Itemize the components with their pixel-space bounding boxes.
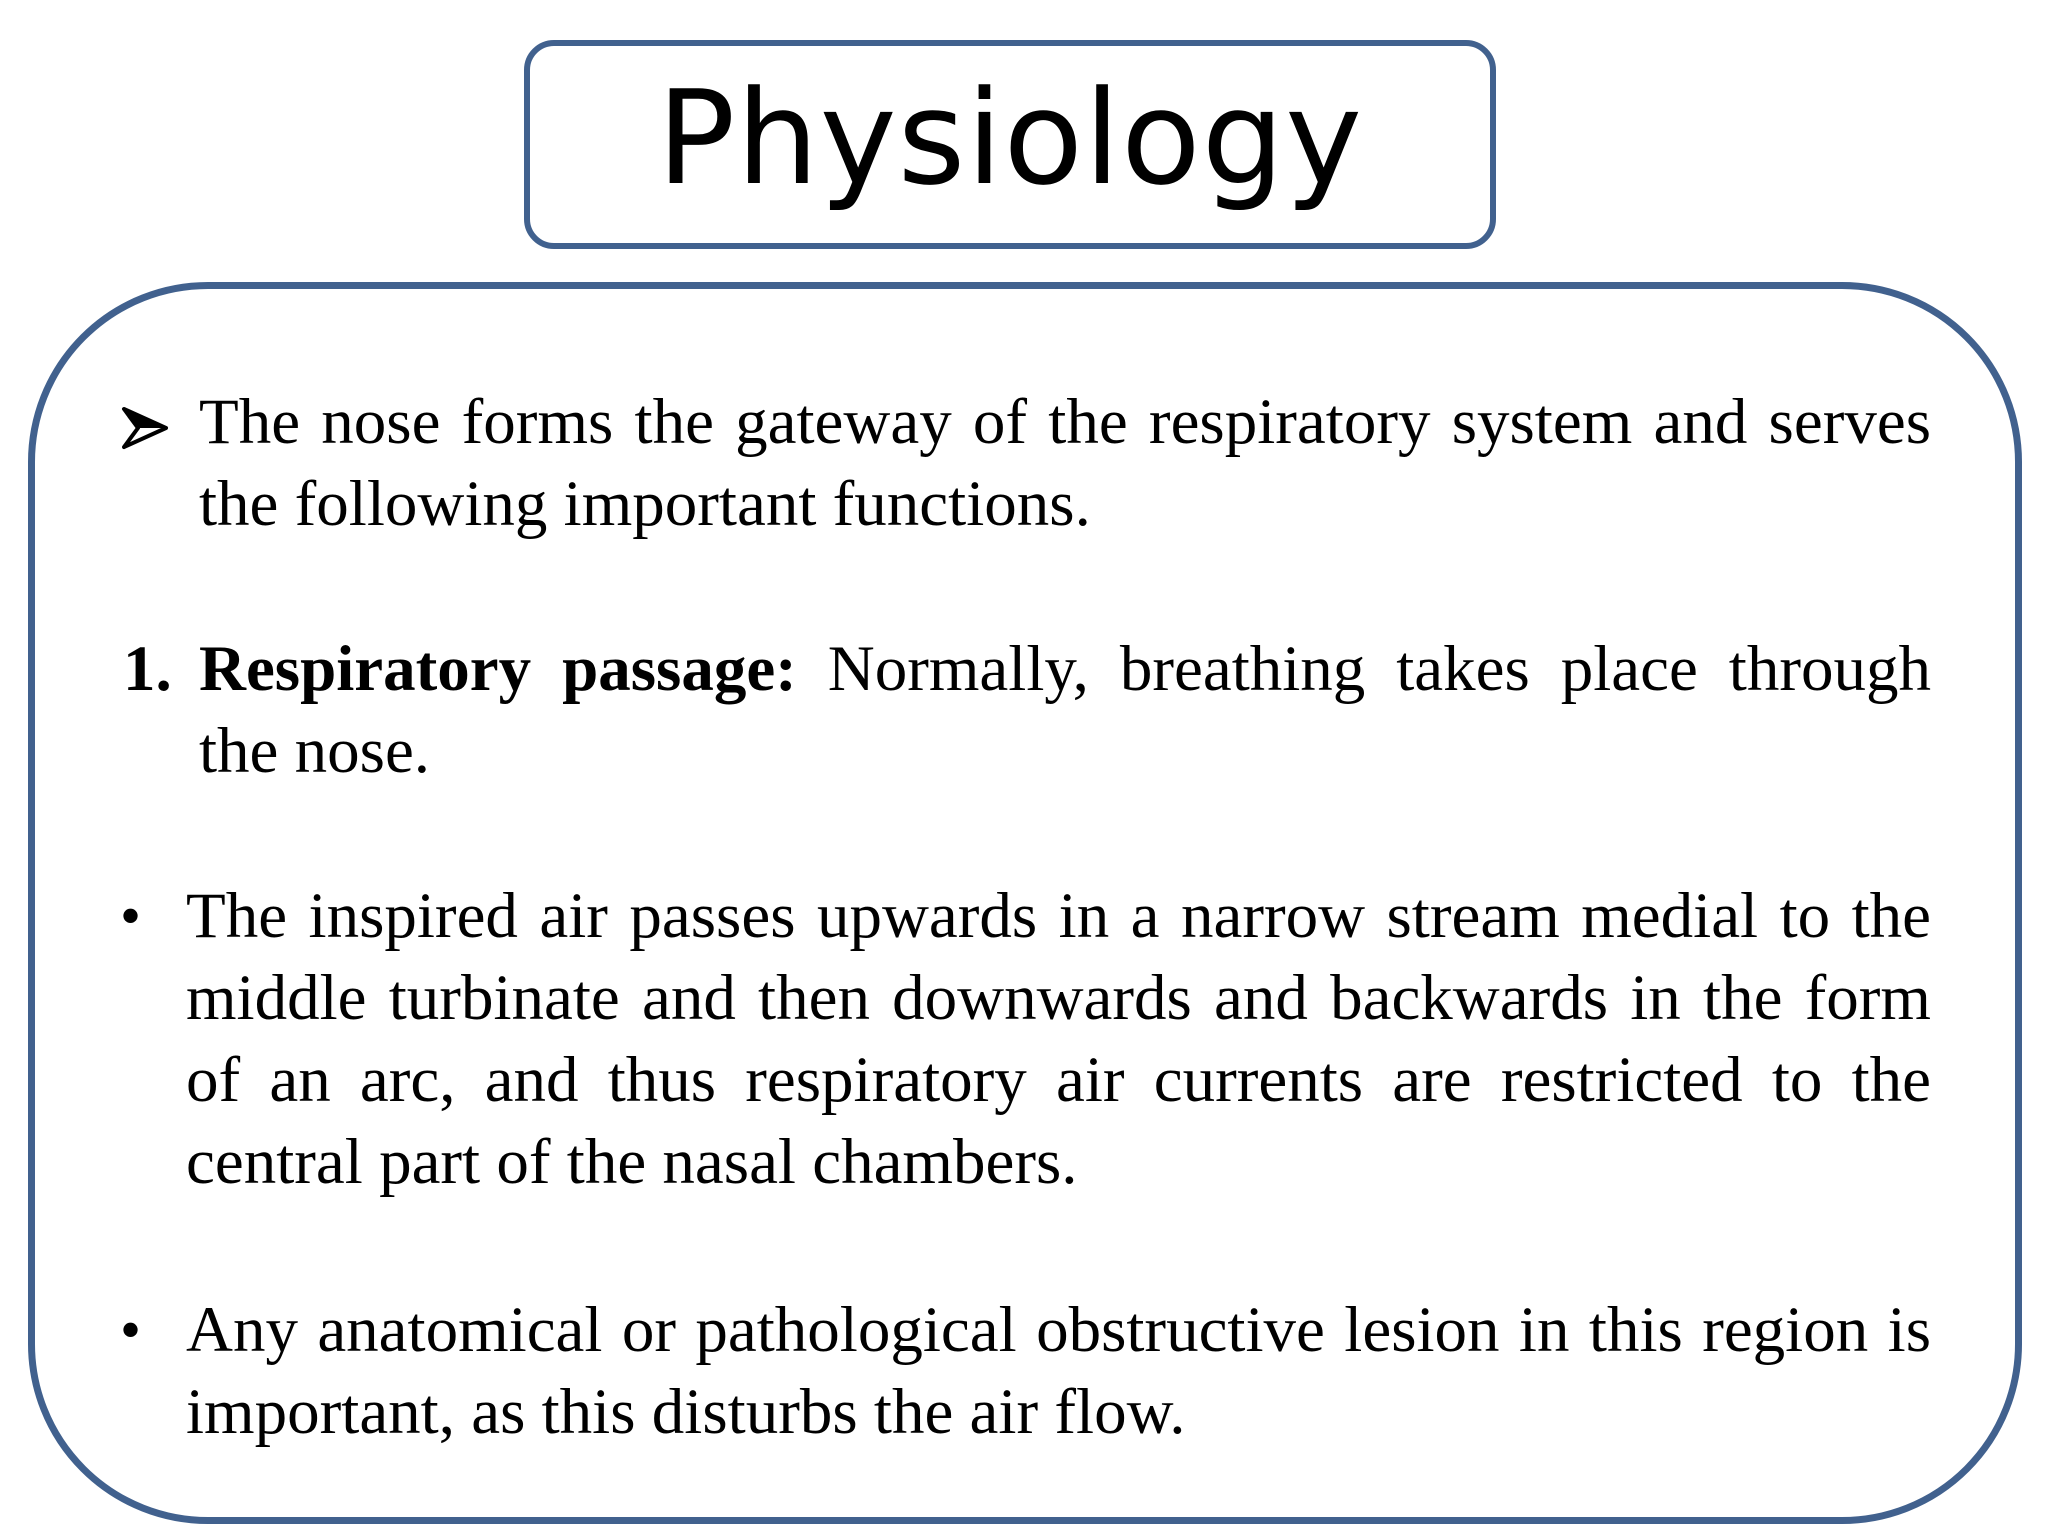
paragraph-intro-text: The nose forms the gateway of the respir… [199,386,1931,540]
paragraph-obstructive-lesion-text: Any anatomical or pathological obstructi… [186,1294,1931,1448]
paragraph-respiratory-passage-text: Respiratory passage: Normally, breathing… [199,628,1931,792]
bullet-dot: • [120,883,142,949]
paragraph-body: Normally, breathing takes place through … [199,633,1931,787]
slide-title: Physiology [656,61,1364,214]
paragraph-heading: Respiratory passage: [199,633,797,705]
bullet-dot: • [120,1297,142,1363]
paragraph-inspired-air: • The inspired air passes upwards in a n… [120,875,1931,1203]
paragraph-inspired-air-text: The inspired air passes upwards in a nar… [186,880,1931,1198]
list-number: 1. [123,633,172,705]
paragraph-respiratory-passage: 1. Respiratory passage: Normally, breath… [123,628,1931,792]
paragraph-intro: The nose forms the gateway of the respir… [120,381,1931,545]
title-box: Physiology [524,40,1496,249]
paragraph-obstructive-lesion: • Any anatomical or pathological obstruc… [120,1289,1931,1453]
content-box: The nose forms the gateway of the respir… [28,282,2022,1524]
arrowhead-bullet-icon [120,391,170,449]
